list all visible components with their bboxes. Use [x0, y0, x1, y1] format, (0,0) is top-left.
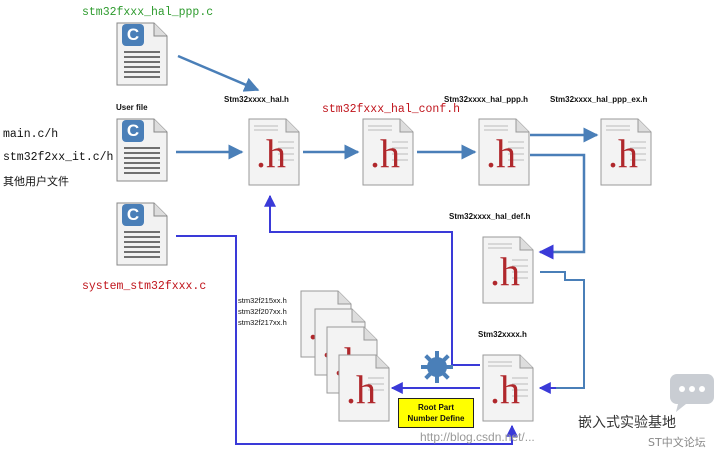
label-it-c: stm32f2xx_it.c/h — [3, 151, 114, 164]
h-file-stm32xxxx: .h — [482, 354, 534, 422]
arrow-ppp-to-def — [530, 153, 586, 260]
c-file-system: C — [116, 202, 168, 266]
h-file-conf: .h — [362, 118, 414, 186]
c-file-icon: C — [122, 120, 144, 142]
watermark-blog: http://blog.csdn.net/... — [420, 430, 535, 444]
label-hal-ppp-h: Stm32xxxx_hal_ppp.h — [444, 95, 529, 104]
h-file-icon: .h — [608, 131, 638, 176]
arrow-ppp-c-to-hal-h — [177, 54, 260, 92]
h-file-icon: .h — [490, 367, 520, 412]
h-file-icon: .h — [370, 131, 400, 176]
c-file-icon: C — [122, 204, 144, 226]
arrow-stm32-to-hal-h — [264, 194, 480, 366]
label-system-c: system_stm32fxxx.c — [82, 280, 207, 293]
h-file-def: .h — [482, 236, 534, 304]
label-hal-h: Stm32xxxx_hal.h — [224, 95, 289, 104]
label-other-user: 其他用户文件 — [3, 175, 69, 188]
h-file-icon: .h — [486, 131, 516, 176]
h-file-hal: .h — [248, 118, 300, 186]
root-part-line-2: Number Define — [407, 414, 465, 423]
label-hal-def-h: Stm32xxxx_hal_def.h — [449, 212, 531, 221]
device-list-item: stm32f207xx.h — [238, 307, 287, 316]
c-file-user: C — [116, 118, 168, 182]
c-file-hal-ppp: C — [116, 22, 168, 86]
h-file-icon: .h — [490, 249, 520, 294]
c-file-icon: C — [122, 24, 144, 46]
watermark-forum: ST中文论坛 — [648, 436, 706, 449]
label-user-file: User file — [116, 103, 148, 112]
h-file-icon: .h — [346, 367, 376, 412]
root-part-line-1: Root Part — [418, 403, 454, 412]
device-list-item: stm32f217xx.h — [238, 318, 287, 327]
device-list-item: stm32f215xx.h — [238, 296, 287, 305]
arrow-system-to-stm32 — [176, 235, 518, 445]
label-hal-ppp-c: stm32fxxx_hal_ppp.c — [82, 6, 214, 19]
root-part-box: Root Part Number Define — [398, 398, 474, 428]
arrow-def-to-stm32 — [540, 271, 585, 389]
h-file-ppp-ex: .h — [600, 118, 652, 186]
gear-icon — [421, 351, 453, 383]
label-hal-conf-h: stm32fxxx_hal_conf.h — [322, 103, 461, 116]
watermark-account: 嵌入式实验基地 — [578, 415, 676, 431]
h-file-device-4: .h — [338, 354, 390, 422]
h-file-icon: .h — [256, 131, 286, 176]
chat-icon — [670, 374, 714, 412]
h-file-ppp: .h — [478, 118, 530, 186]
label-hal-ppp-ex-h: Stm32xxxx_hal_ppp_ex.h — [550, 95, 648, 104]
label-main-c: main.c/h — [3, 128, 59, 141]
label-stm32xxxx-h: Stm32xxxx.h — [478, 330, 527, 339]
